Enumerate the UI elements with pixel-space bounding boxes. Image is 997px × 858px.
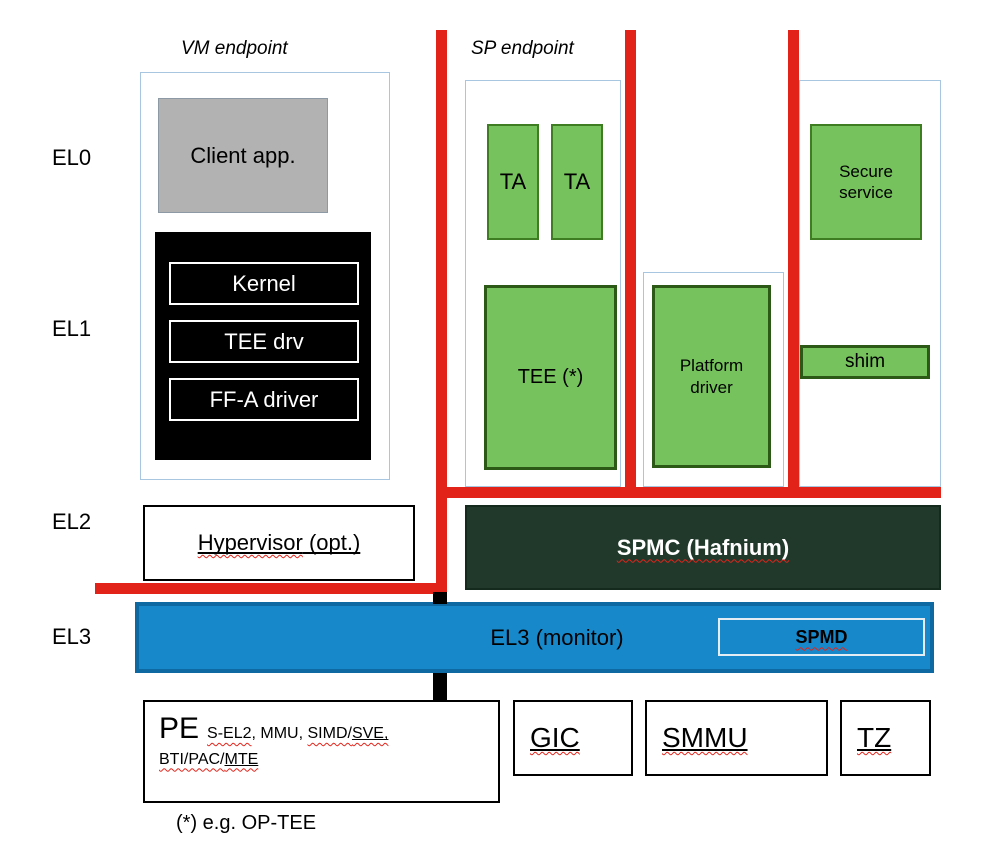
hypervisor-label: Hypervisor (opt.) <box>197 530 361 555</box>
secure-service-box: Secure service <box>810 124 922 240</box>
client-app-box: Client app. <box>158 98 328 213</box>
gic-box: GIC <box>513 700 633 776</box>
vm-endpoint-label: VM endpoint <box>181 38 288 59</box>
secure-service-label: Secure service <box>839 161 893 202</box>
ffa-driver-box: FF-A driver <box>169 378 359 421</box>
spmd-label: SPMD <box>795 626 848 647</box>
label-el0: EL0 <box>52 145 92 170</box>
spmc-label: SPMC (Hafnium) <box>616 534 790 560</box>
spmc-box: SPMC (Hafnium) <box>465 505 941 590</box>
kernel-label: Kernel <box>232 270 296 296</box>
label-el2: EL2 <box>52 509 92 534</box>
pe-details: S-EL2, MMU, SIMD/SVE,BTI/PAC/MTE <box>159 725 389 768</box>
ta-label-2: TA <box>563 169 591 194</box>
black-connector-bottom <box>433 673 447 701</box>
smmu-box: SMMU <box>645 700 828 776</box>
pe-label: PE <box>159 712 200 745</box>
tz-box: TZ <box>840 700 931 776</box>
el3-monitor-label: EL3 (monitor) <box>490 624 624 650</box>
red-line-vertical-right <box>788 30 799 497</box>
red-line-vertical-left <box>436 30 447 592</box>
client-app-label: Client app. <box>190 142 296 168</box>
kernel-stack: Kernel TEE drv FF-A driver <box>155 232 371 460</box>
sp-endpoint-label: SP endpoint <box>471 38 574 59</box>
tee-label: TEE (*) <box>517 366 584 388</box>
shim-label: shim <box>844 351 886 372</box>
smmu-label: SMMU <box>662 722 748 753</box>
platform-driver-label: Platform driver <box>679 356 744 397</box>
el3-monitor-bar: EL3 (monitor) SPMD <box>135 602 934 673</box>
shim-box: shim <box>800 345 930 379</box>
platform-driver-box: Platform driver <box>652 285 771 468</box>
tee-box: TEE (*) <box>484 285 617 470</box>
footnote: (*) e.g. OP-TEE <box>176 812 317 834</box>
tee-drv-box: TEE drv <box>169 320 359 363</box>
spmd-box: SPMD <box>718 618 925 656</box>
gic-label: GIC <box>530 722 580 753</box>
red-line-horizontal-vm <box>95 583 447 594</box>
red-line-vertical-middle <box>625 30 636 497</box>
hypervisor-box: Hypervisor (opt.) <box>143 505 415 581</box>
label-el3: EL3 <box>52 624 92 649</box>
black-connector-top <box>433 592 447 604</box>
red-line-horizontal-sp <box>447 487 941 498</box>
ta-box-1: TA <box>487 124 539 240</box>
tee-drv-label: TEE drv <box>224 328 304 354</box>
ta-box-2: TA <box>551 124 603 240</box>
kernel-box: Kernel <box>169 262 359 305</box>
ffa-driver-label: FF-A driver <box>209 386 319 412</box>
el3-monitor-label-wrap: EL3 (monitor) <box>139 606 930 669</box>
label-el1: EL1 <box>52 316 92 341</box>
ta-label-1: TA <box>499 169 527 194</box>
tz-label: TZ <box>857 722 892 753</box>
